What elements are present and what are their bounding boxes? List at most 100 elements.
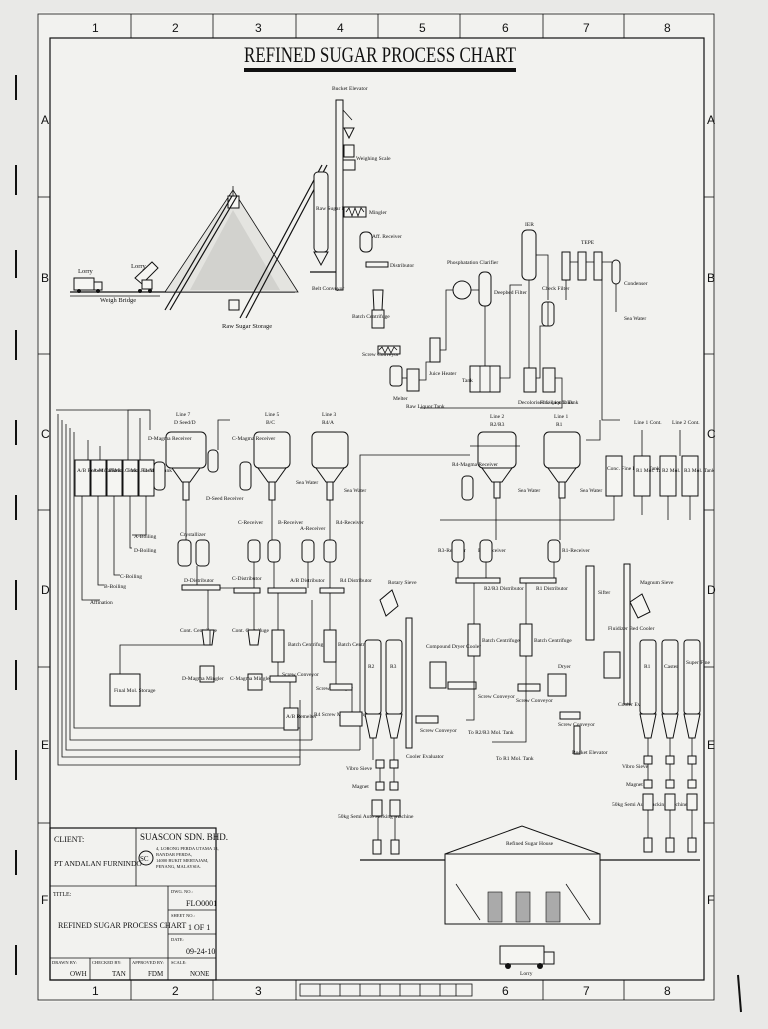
a-receiver-label: A-Receiver bbox=[300, 526, 326, 532]
line-5-sub-label: B/C bbox=[266, 420, 275, 426]
grid-row-right-F: F bbox=[707, 893, 714, 907]
tepe-effect-2 bbox=[577, 251, 587, 281]
silo-r2-label: R2 bbox=[368, 664, 375, 670]
d-magma-mingler-label: D-Magma Mingler bbox=[182, 676, 224, 682]
grid-row-right-C: C bbox=[707, 427, 716, 441]
grid-row-right-E: E bbox=[707, 738, 715, 752]
grid-col-bottom-2: 2 bbox=[172, 984, 179, 998]
aff-receiver-label: Aff. Receiver bbox=[372, 233, 402, 240]
magnet-label: Magnet bbox=[352, 784, 369, 790]
condenser bbox=[611, 259, 621, 285]
raw-sugar-storage-label: Raw Sugar Storage bbox=[222, 323, 272, 330]
date-label: DATE: bbox=[171, 937, 184, 942]
line-2-sub-label: R2/R3 bbox=[490, 422, 505, 428]
crystallizer-label: Crystallizer bbox=[180, 532, 206, 538]
bucket-elevator bbox=[335, 99, 344, 291]
address-line-4: PENANG, MALAYSIA. bbox=[156, 864, 201, 870]
r1-mol-tank bbox=[633, 455, 651, 497]
tank-b-mol bbox=[106, 459, 123, 497]
bucket-elevator-2-label: Bucket Elevator bbox=[572, 750, 608, 756]
refined-sugar-house-label: Refined Sugar House bbox=[506, 840, 554, 847]
batch-centrifuge-r4 bbox=[323, 629, 337, 663]
d-boiling-label: D-Boiling bbox=[134, 548, 157, 554]
dryer-label: Dryer bbox=[558, 664, 571, 670]
fluidizer-bed-cooler bbox=[603, 651, 621, 679]
grid-col-top-6: 6 bbox=[502, 21, 509, 35]
cooler-evaluator-label: Cooler Evaluator bbox=[406, 754, 444, 760]
silo-super-fine-label: Super Fine bbox=[686, 660, 711, 666]
sheet-label: SHEET NO.: bbox=[171, 913, 195, 918]
screw-conveyor-label: Screw Conveyor bbox=[362, 352, 399, 358]
check-filter-label: Check Filter bbox=[542, 286, 570, 292]
c-distributor bbox=[233, 587, 261, 594]
checked-by: TAN bbox=[112, 970, 126, 978]
drawn-by-label: DRAWN BY: bbox=[52, 960, 77, 965]
scale-value: NONE bbox=[190, 970, 209, 978]
tank-r4-mol bbox=[138, 459, 155, 497]
ab-distributor bbox=[267, 587, 307, 594]
melter-label: Melter bbox=[393, 396, 408, 402]
scan-marks bbox=[15, 75, 742, 1013]
chart-title: REFINED SUGAR PROCESS CHART bbox=[244, 42, 516, 67]
client-label: CLIENT: bbox=[54, 835, 84, 844]
cont-centrifuge-c bbox=[247, 629, 261, 646]
line-5-label: Line 5 bbox=[265, 412, 279, 418]
c-magma-receiver-label: C-Magma Receiver bbox=[232, 436, 275, 442]
raw-sugar-bin bbox=[313, 171, 329, 253]
batch-centrifuge-top bbox=[371, 309, 385, 329]
lorry-2-label: Lorry bbox=[131, 263, 147, 270]
scale-label: SCALE: bbox=[171, 960, 187, 965]
raw-sugar-bin-label: Raw Sugar Bin bbox=[316, 206, 350, 212]
lorry-icon bbox=[73, 277, 95, 291]
grid-row-left-F: F bbox=[41, 893, 48, 907]
inner-frame bbox=[49, 37, 705, 981]
ier-column bbox=[521, 229, 537, 281]
grid-col-top-4: 4 bbox=[337, 21, 344, 35]
vacuum-pans: Line 7 D Seed/D D-Magma Receiver D-Seed … bbox=[148, 412, 602, 502]
tank bbox=[469, 365, 501, 393]
decolorised-liquor-tank bbox=[523, 367, 537, 393]
decolorised-liquor-tank-label: Decolorised Liquor Tank bbox=[518, 400, 573, 406]
tank-ab-remelt bbox=[74, 459, 91, 497]
dryer bbox=[547, 673, 567, 697]
screw-conveyor-r2r3-label: Screw Conveyor bbox=[478, 694, 515, 700]
d-seed-receiver-label: D-Seed Receiver bbox=[206, 496, 244, 502]
weigh-bridge-label: Weigh Bridge bbox=[100, 297, 136, 304]
r2-mol-tank bbox=[659, 455, 677, 497]
grid-col-bottom-8: 8 bbox=[664, 984, 671, 998]
sheet-value: 1 OF 1 bbox=[188, 923, 210, 932]
grid-row-right-B: B bbox=[707, 271, 715, 285]
drawn-by: OWH bbox=[70, 970, 87, 978]
cooler-evaluator-2-label: Cooler Evaluator bbox=[618, 702, 656, 708]
batch-centrifuge-r2r3 bbox=[467, 623, 481, 657]
batch-centrifuge-r4-label: Batch Centrifuge bbox=[338, 641, 376, 648]
silo-r1 bbox=[639, 639, 657, 715]
a-boiling-label: A-Boiling bbox=[134, 534, 157, 540]
r3-mol-tank bbox=[681, 455, 699, 497]
cont-centrifuge-d bbox=[201, 629, 215, 646]
line-3-sub-label: R4/A bbox=[322, 420, 334, 426]
mol-tanks: A/B Remelt Tank A-Mol. Tank B-Mol. Tank … bbox=[74, 459, 172, 606]
line-1-label: Line 1 bbox=[554, 414, 568, 420]
silo-r2 bbox=[364, 639, 382, 715]
affination-label: Affination bbox=[90, 599, 113, 606]
r4-receiver-label: R4-Receiver bbox=[336, 520, 364, 526]
sea-water-line1-label: Sea Water bbox=[580, 488, 602, 494]
r4-magma-receiver-label: R4-Magma Receiver bbox=[452, 462, 498, 468]
checked-by-label: CHECKED BY: bbox=[92, 960, 121, 965]
grid-col-top-2: 2 bbox=[172, 21, 179, 35]
batch-centrifuge-r2r3-label: Batch Centrifuge bbox=[482, 637, 520, 644]
bucket-elevator-label: Bucket Elevator bbox=[332, 86, 368, 92]
r1-distributor bbox=[519, 577, 557, 584]
d-distributor bbox=[181, 584, 221, 591]
lorry-label: Lorry bbox=[78, 268, 94, 275]
d-magma-receiver-label: D-Magma Receiver bbox=[148, 436, 192, 442]
distributor-label: Distributor bbox=[390, 263, 414, 269]
packing-left-label: 50kg Semi Auto Packing Machine bbox=[338, 814, 414, 820]
c-magma-mingler-label: C-Magma Mingler bbox=[230, 676, 272, 682]
grid-col-bottom-7: 7 bbox=[583, 984, 590, 998]
compound-dryer-cooler-label: Compound Dryer Cooler bbox=[426, 644, 481, 650]
cont-centrifuge-label: Cont. Centrifuge bbox=[180, 627, 218, 634]
r3-mol-tank-label: R3 Mol. Tank bbox=[684, 468, 715, 474]
